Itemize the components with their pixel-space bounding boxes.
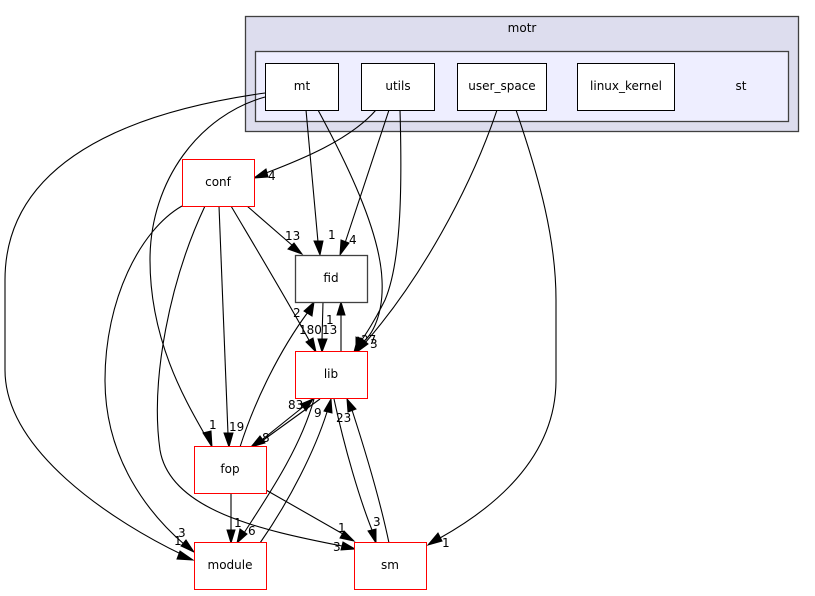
arrowhead [176, 550, 195, 561]
node-conf[interactable]: conf [182, 159, 255, 207]
edge-label-utils-lib: 3 [370, 337, 378, 351]
edge-lib-fop[interactable] [261, 398, 321, 442]
edge-fid-lib[interactable] [321, 301, 324, 341]
node-user_space-label: user_space [468, 79, 535, 93]
arrowhead [223, 432, 234, 449]
arrowhead [236, 528, 248, 545]
edge-conf-module[interactable] [104, 205, 186, 546]
node-fop-label: fop [220, 462, 239, 476]
edge-utils-lib[interactable] [359, 109, 402, 343]
edge-label-lib-fid: 1 [326, 313, 334, 327]
edge-fop-sm[interactable] [265, 489, 344, 535]
arrowhead [252, 168, 269, 179]
arrowhead [305, 337, 317, 354]
edge-label-fop-lib: 83 [288, 398, 303, 412]
node-mt-label: mt [294, 79, 311, 93]
arrowhead [303, 300, 315, 317]
edge-mt-fop[interactable] [149, 96, 266, 436]
arrowhead [180, 539, 196, 554]
edge-label-conf-fid: 13 [285, 229, 300, 243]
arrowhead [336, 300, 346, 316]
arrowhead [339, 530, 356, 542]
edge-user_space-sm[interactable] [439, 109, 557, 539]
arrowhead [340, 541, 357, 551]
arrowhead [346, 397, 357, 413]
arrowhead [356, 337, 369, 354]
node-utils[interactable]: utils [361, 63, 435, 111]
edge-label-lib-fop: 8 [262, 431, 270, 445]
arrowhead [202, 430, 213, 449]
edge-label-utils-conf: 4 [268, 169, 276, 183]
arrowhead [317, 338, 328, 354]
edge-label-sm-lib: 23 [336, 411, 351, 425]
arrowhead [426, 532, 443, 546]
arrowhead [323, 397, 333, 414]
node-conf-label: conf [205, 175, 232, 189]
node-linux_kernel[interactable]: linux_kernel [577, 63, 675, 111]
arrowhead [287, 242, 304, 256]
node-lib-label: lib [324, 367, 338, 381]
edge-label-conf-lib: 180 [299, 323, 322, 337]
edge-conf-sm[interactable] [156, 205, 343, 547]
edges: 1 1 1 27 4 4 3 1 13 [4, 92, 557, 561]
arrowhead [313, 240, 324, 257]
edge-label-utils-fid: 4 [349, 233, 357, 247]
edge-conf-lib[interactable] [230, 205, 311, 343]
edge-label-module-lib: 9 [314, 406, 322, 420]
node-fid[interactable]: fid [294, 254, 369, 304]
edge-conf-fid[interactable] [246, 205, 294, 247]
edge-label-mt-fop: 1 [209, 418, 217, 432]
edge-utils-conf[interactable] [265, 109, 377, 174]
arrowhead [367, 528, 377, 545]
edge-label-conf-sm: 3 [333, 540, 341, 554]
edge-label-fop-fid: 2 [293, 306, 301, 320]
node-module[interactable]: module [194, 542, 267, 590]
edge-label-mt-fid: 1 [328, 228, 336, 242]
arrowhead [300, 397, 315, 412]
edge-lib-sm[interactable] [333, 398, 373, 531]
node-fop[interactable]: fop [194, 446, 267, 494]
edge-fop-fid[interactable] [239, 311, 309, 448]
edge-label-fop-module: 1 [234, 516, 242, 530]
edge-label-user_space-sm: 1 [442, 536, 450, 550]
node-sm-label: sm [381, 558, 399, 572]
node-lib[interactable]: lib [295, 351, 368, 399]
edge-mt-module[interactable] [4, 92, 266, 556]
node-sm[interactable]: sm [354, 542, 427, 590]
edge-sm-lib[interactable] [351, 409, 390, 544]
edge-label-lib-module: 6 [248, 524, 256, 538]
edge-label-lib-sm: 3 [373, 515, 381, 529]
node-linux_kernel-label: linux_kernel [590, 79, 662, 93]
node-fid-label: fid [323, 271, 338, 285]
edge-user_space-lib[interactable] [364, 109, 498, 344]
edge-mt-lib[interactable] [317, 109, 383, 343]
edge-label-fid-lib: 13 [322, 323, 337, 337]
edge-lib-module[interactable] [243, 398, 315, 534]
node-module-label: module [208, 558, 253, 572]
edge-conf-fop[interactable] [218, 205, 229, 435]
node-user_space[interactable]: user_space [457, 63, 547, 111]
edge-label-mt-module: 1 [174, 534, 182, 548]
cluster-st-label: st [736, 79, 747, 93]
arrowhead [249, 435, 266, 448]
cluster-motr-label: motr [508, 21, 537, 35]
arrowhead [226, 529, 236, 545]
edge-utils-fid[interactable] [344, 109, 390, 244]
edge-module-lib[interactable] [259, 411, 328, 544]
node-utils-label: utils [385, 79, 410, 93]
edge-label-conf-module: 3 [178, 526, 186, 540]
edge-mt-fid[interactable] [305, 109, 319, 243]
node-mt[interactable]: mt [265, 63, 339, 111]
arrowhead [339, 239, 350, 257]
edge-label-fop-sm: 1 [338, 521, 346, 535]
edge-label-conf-fop: 19 [229, 420, 244, 434]
